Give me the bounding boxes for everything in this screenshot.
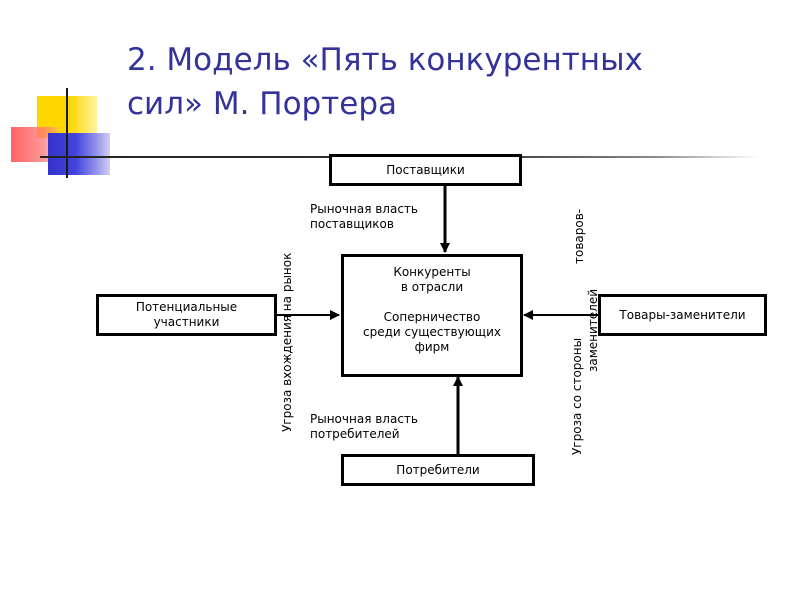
label-substitute-threat-2: товаров- <box>572 208 586 264</box>
center-line-5: фирм <box>414 340 450 354</box>
potential-line-1: Потенциальные <box>135 300 238 314</box>
potential-line-2: участники <box>153 315 220 329</box>
title-line-1: 2. Модель «Пять конкурентных <box>127 42 643 78</box>
center-line-4: среди существующих <box>363 325 501 339</box>
decor-vertical-line <box>66 88 68 178</box>
title-line-2: сил» М. Портера <box>127 86 398 122</box>
label-substitute-threat-3: заменителей <box>586 288 600 372</box>
center-line-2: в отрасли <box>400 280 464 294</box>
box-industry-competitors: Конкуренты в отрасли Соперничество среди… <box>341 254 523 377</box>
box-substitutes-label: Товары-заменители <box>619 307 746 322</box>
slide-title: 2. Модель «Пять конкурентных сил» М. Пор… <box>127 38 767 126</box>
box-consumers: Потребители <box>341 454 535 486</box>
box-suppliers: Поставщики <box>329 154 522 186</box>
box-suppliers-label: Поставщики <box>386 162 465 177</box>
label-supplier-power: Рыночная власть поставщиков <box>310 202 418 231</box>
center-line-1: Конкуренты <box>393 265 471 279</box>
box-substitutes: Товары-заменители <box>598 294 767 336</box>
box-consumers-label: Потребители <box>396 462 480 477</box>
label-entry-threat: Угроза вхождения на рынок <box>280 252 294 432</box>
decor-blue-square <box>48 133 110 175</box>
label-substitute-threat-1: Угроза со стороны <box>570 337 584 455</box>
label-consumer-power: Рыночная власть потребителей <box>310 412 418 441</box>
center-line-3: Соперничество <box>383 310 481 324</box>
box-potential-entrants: Потенциальные участники <box>96 294 277 336</box>
